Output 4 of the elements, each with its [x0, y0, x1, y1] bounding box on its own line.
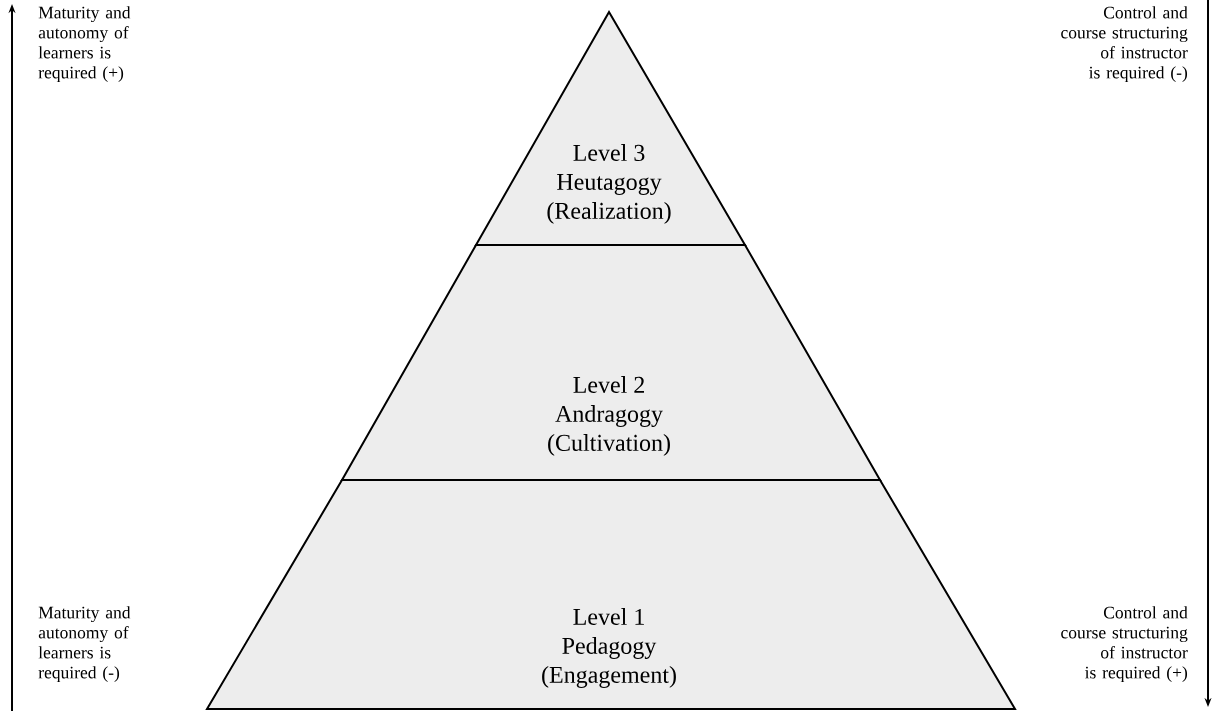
axis-label: Maturity and autonomy of learners is required (+) — [38, 6, 131, 83]
axis-label: Maturity and autonomy of learners is required (-) — [38, 606, 131, 683]
axis-label: Control and course structuring of instructor is required (+) — [1061, 606, 1188, 683]
axis-label: Control and course structuring of instructor is required (-) — [1061, 6, 1188, 83]
